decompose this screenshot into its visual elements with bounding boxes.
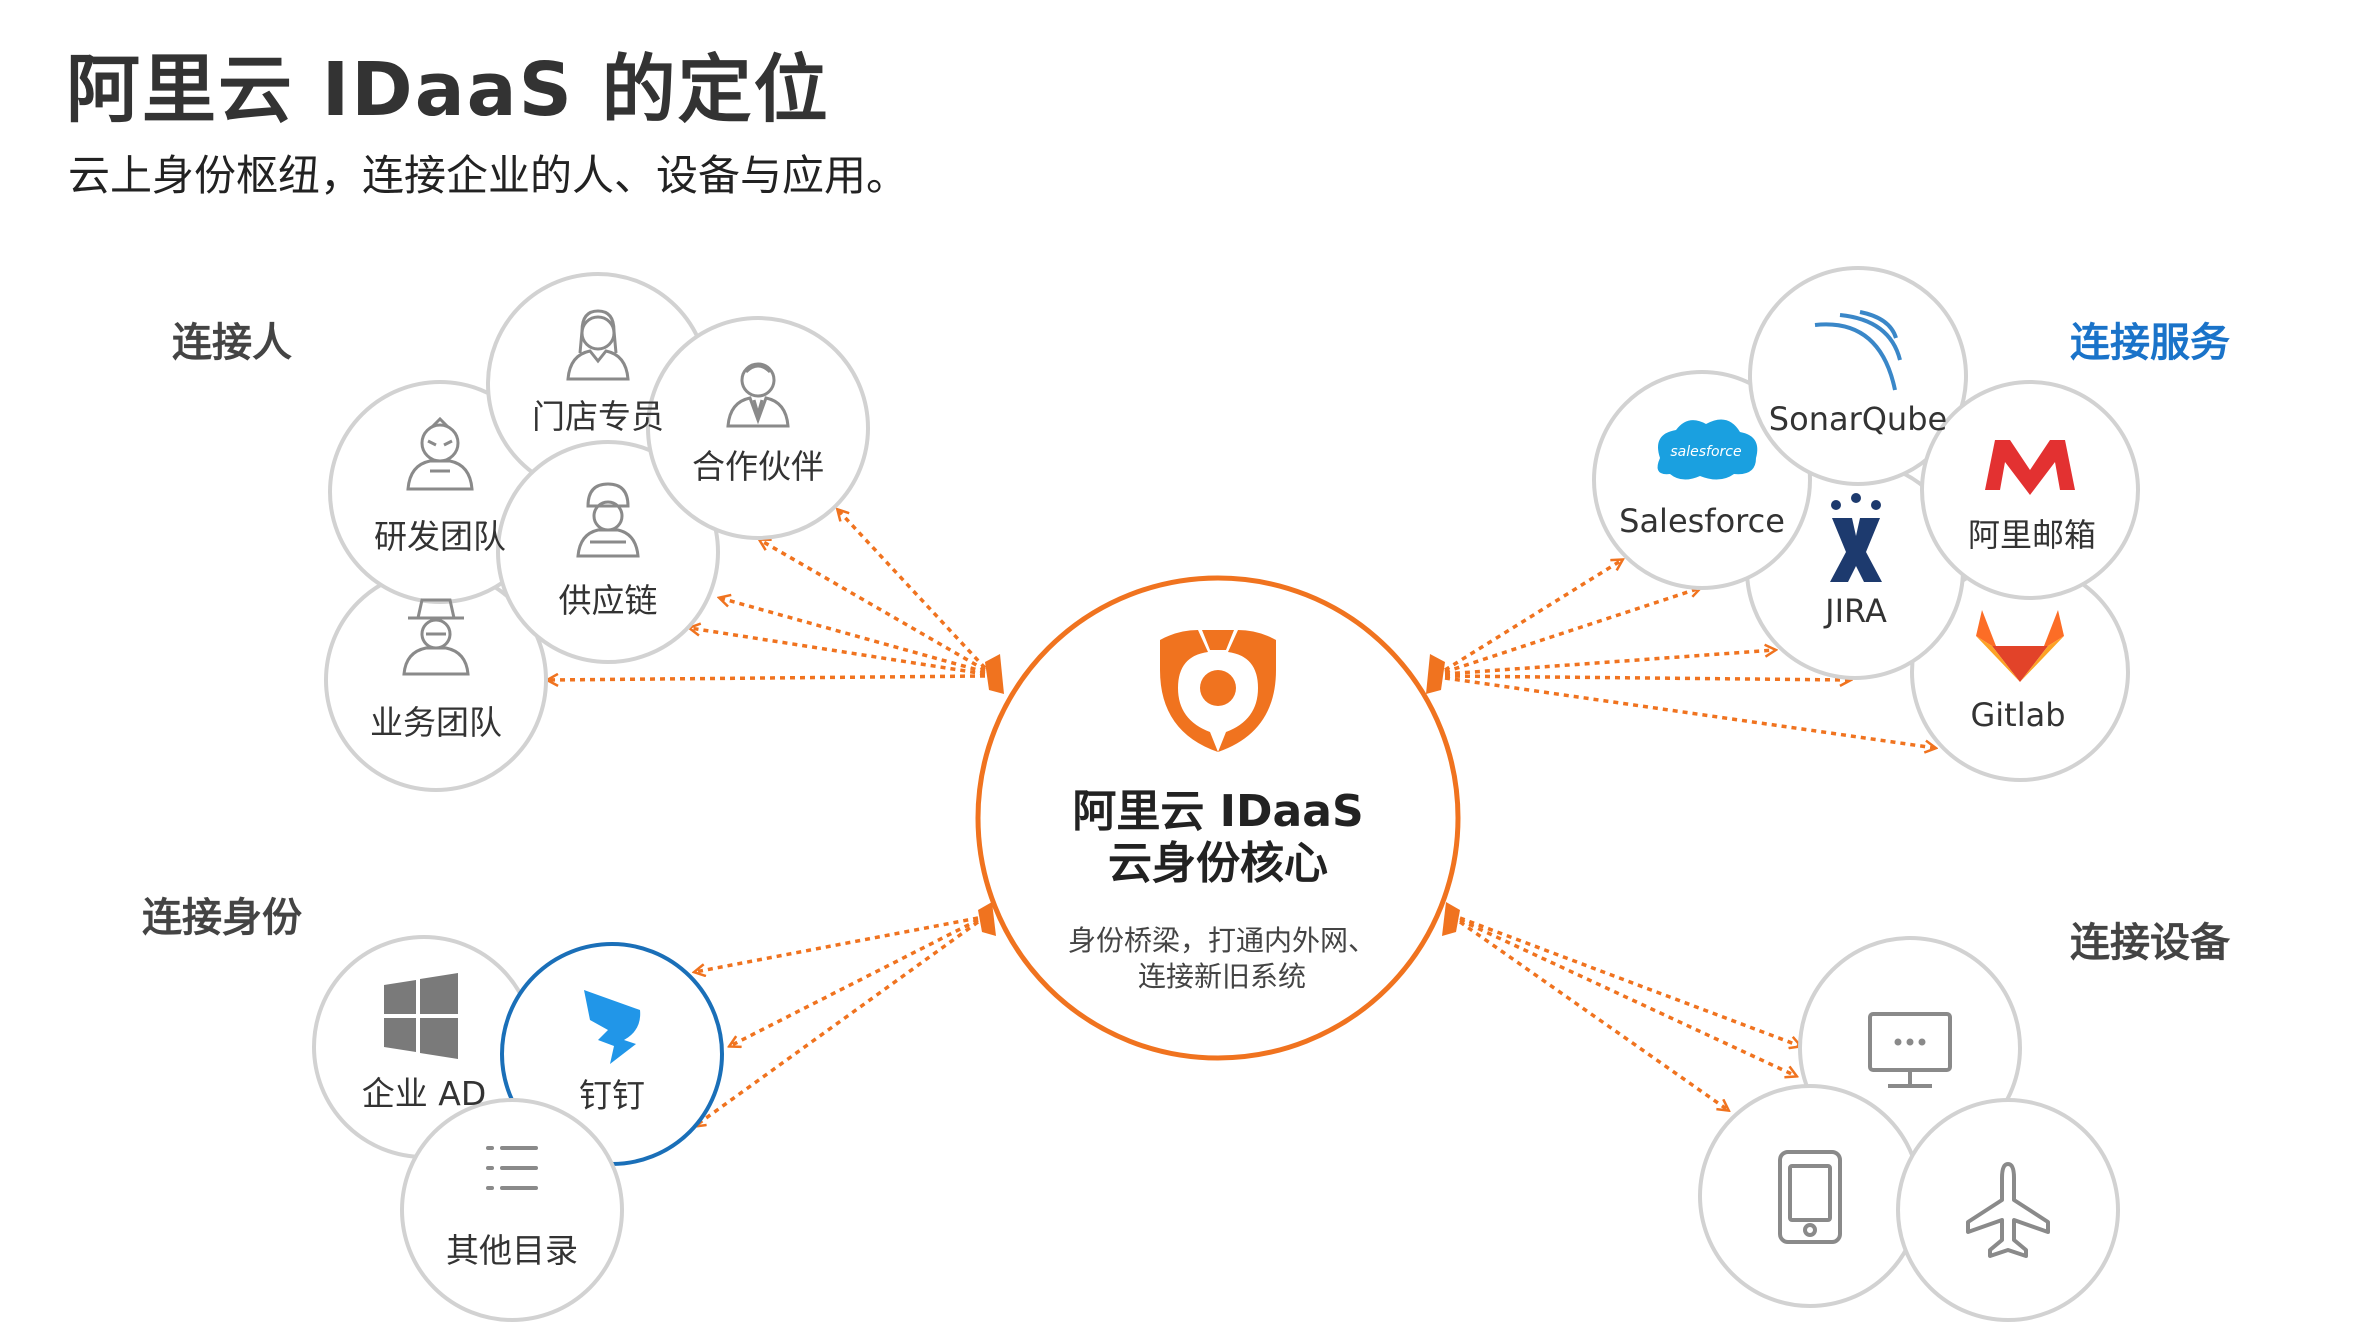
list-icon [486, 1146, 538, 1190]
bubble-salesforce [1592, 370, 1812, 590]
connector-rd [690, 628, 986, 676]
people-cluster [324, 272, 870, 792]
bubble-supply-chain [496, 440, 720, 664]
service-label-aliyun-mail: 阿里邮箱 [1968, 516, 2096, 554]
core-title-line1: 阿里云 IDaaS [1072, 786, 1363, 837]
section-heading-people: 连接人 [172, 320, 292, 366]
idaas-shield-logo-icon [1160, 630, 1276, 752]
bubble-sonarqube [1748, 266, 1968, 486]
section-heading-identity: 连接身份 [142, 895, 302, 941]
devices-cluster [1698, 936, 2120, 1322]
bubble-airplane [1896, 1098, 2120, 1322]
connector-dingtalk-top [695, 916, 979, 972]
section-heading-devices: 连接设备 [2070, 920, 2230, 966]
worker-helmet-icon [576, 482, 640, 558]
core-title-line2: 云身份核心 [1108, 838, 1328, 889]
people-label-business: 业务团队 [370, 703, 502, 742]
idaas-core-circle [975, 575, 1461, 1061]
people-label-supply: 供应链 [559, 581, 658, 620]
tablet-icon [1778, 1150, 1842, 1244]
bubble-tablet [1698, 1084, 1922, 1308]
service-label-salesforce: Salesforce [1619, 502, 1785, 540]
service-label-gitlab: Gitlab [1970, 696, 2065, 734]
page-subtitle: 云上身份枢纽，连接企业的人、设备与应用。 [68, 151, 909, 200]
connector-business [548, 676, 986, 680]
people-label-store: 门店专员 [532, 397, 664, 436]
monitor-icon [1868, 1012, 1952, 1088]
connector-device-1 [1459, 916, 1800, 1046]
connector-jira [1444, 650, 1775, 676]
bubble-partner [646, 316, 870, 540]
service-label-jira: JIRA [1823, 592, 1887, 630]
people-label-partner: 合作伙伴 [692, 447, 824, 486]
connector-gitlab [1444, 676, 1935, 748]
windows-logo-icon [384, 973, 458, 1059]
hero-mask-icon [406, 416, 474, 491]
woman-staff-icon [566, 309, 630, 381]
page-title: 阿里云 IDaaS 的定位 [66, 47, 830, 133]
connector-mail [1444, 676, 1850, 680]
people-label-rd: 研发团队 [374, 517, 506, 556]
connector-dingtalk-bot [695, 920, 980, 1126]
sonarqube-logo-icon [1814, 310, 1902, 391]
identity-label-dingtalk: 钉钉 [579, 1076, 645, 1115]
hub-tabs [978, 654, 1460, 936]
connector-sonar [1444, 588, 1700, 674]
bubble-other-directory [400, 1098, 624, 1322]
connector-device-3 [1458, 920, 1728, 1110]
aliyun-mail-logo-icon [1985, 440, 2075, 495]
connector-supply [720, 598, 986, 674]
connector-dingtalk-mid [730, 918, 979, 1046]
core-desc-line1: 身份桥梁，打通内外网、 [1068, 924, 1376, 957]
connector-store [760, 540, 986, 672]
connector-lines [548, 510, 1935, 1126]
svg-text:salesforce: salesforce [1670, 444, 1741, 460]
salesforce-logo-icon: salesforce [1657, 419, 1758, 480]
detective-icon [402, 598, 470, 676]
core-desc-line2: 连接新旧系统 [1138, 960, 1306, 993]
airplane-icon [1966, 1162, 2050, 1258]
service-label-sonarqube: SonarQube [1769, 400, 1947, 438]
businessman-icon [726, 362, 790, 428]
identity-label-ad: 企业 AD [362, 1074, 486, 1113]
dingtalk-logo-icon [584, 990, 641, 1064]
gitlab-logo-icon [1976, 610, 2064, 682]
jira-logo-icon [1830, 493, 1882, 582]
connector-partner [838, 510, 987, 670]
connector-salesforce [1444, 560, 1622, 672]
section-heading-services: 连接服务 [2070, 320, 2230, 366]
identity-label-other: 其他目录 [446, 1231, 578, 1270]
connector-device-2 [1459, 918, 1796, 1076]
